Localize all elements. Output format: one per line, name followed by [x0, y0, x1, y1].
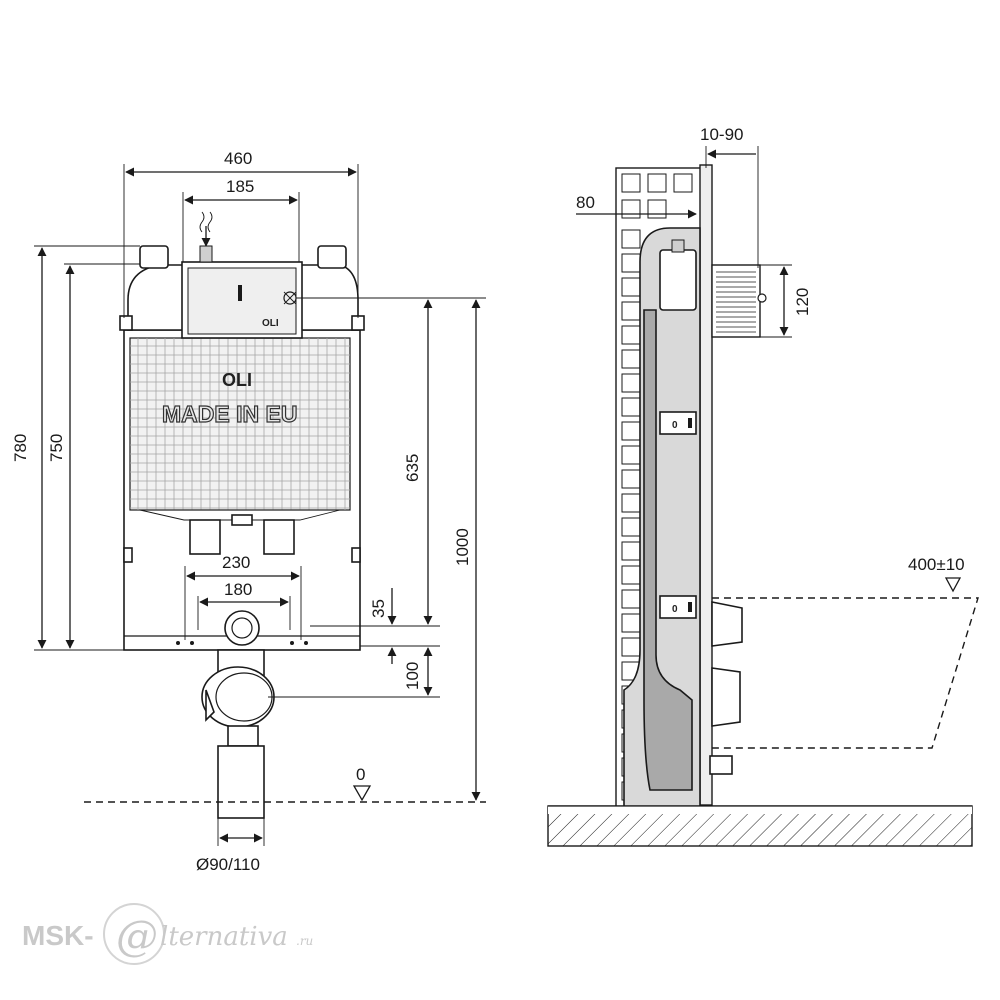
svg-text:0: 0: [672, 604, 678, 615]
side-view: 0 0: [547, 125, 979, 847]
drain-pipe: [201, 649, 275, 819]
dim-635-label: 635: [403, 454, 422, 482]
dimension-120: 120: [760, 264, 812, 338]
svg-text:lternativa: lternativa: [160, 922, 288, 952]
toilet-bowl-outline: [712, 597, 979, 749]
dim-460-label: 460: [224, 149, 252, 168]
dimension-780: 780: [11, 245, 140, 651]
pipe-diameter-label: Ø90/110: [196, 855, 260, 874]
dim-185-label: 185: [226, 177, 254, 196]
flush-connection: [224, 610, 260, 646]
dimension-635: 635: [296, 297, 486, 627]
svg-text:.ru: .ru: [296, 934, 313, 948]
floor: [547, 805, 973, 847]
dim-100-label: 100: [403, 662, 422, 690]
water-inlet-icon: [199, 211, 213, 263]
brand-small-label: OLI: [262, 318, 279, 329]
dim-10-90-label: 10-90: [700, 125, 743, 144]
floor-level-front: 0: [84, 765, 486, 803]
svg-text:0: 0: [672, 420, 678, 431]
dim-120-label: 120: [793, 288, 812, 316]
dim-1000-label: 1000: [453, 528, 472, 566]
dimension-pipe-diameter: Ø90/110: [196, 818, 265, 874]
floor-zero-label: 0: [356, 765, 365, 784]
dimension-35: 35: [360, 588, 440, 664]
flush-plate: [711, 264, 767, 338]
dimension-460: 460: [123, 149, 359, 318]
brand-logo: OLI: [222, 370, 252, 390]
dimension-10-90: 10-90: [700, 125, 759, 268]
made-in-label: MADE IN EU: [162, 401, 297, 427]
dim-750-label: 750: [47, 434, 66, 462]
bowl-connectors: [709, 601, 743, 775]
side-frame-body: 0 0: [623, 227, 701, 809]
dim-400-label: 400±10: [908, 555, 965, 574]
dimension-180: 180: [197, 580, 291, 630]
dimension-1000: 1000: [453, 299, 481, 801]
dimension-80: 80: [576, 193, 697, 219]
svg-text:@: @: [116, 911, 158, 960]
front-panel: [699, 164, 713, 806]
dimension-400: 400±10: [908, 555, 965, 593]
watermark-logo: MSK- @ lternativa .ru: [22, 903, 313, 965]
dimension-750: 750: [47, 263, 140, 649]
dim-780-label: 780: [11, 434, 30, 462]
front-view: OLI OLI MADE IN EU: [11, 149, 486, 874]
dim-35-label: 35: [369, 599, 388, 618]
dimension-100: 100: [268, 647, 440, 698]
dim-180-label: 180: [224, 580, 252, 599]
dimension-185: 185: [182, 177, 300, 262]
dimension-230: 230: [184, 553, 302, 640]
inspection-opening: OLI: [181, 261, 303, 339]
dim-80-label: 80: [576, 193, 595, 212]
dim-230-label: 230: [222, 553, 250, 572]
svg-text:MSK-: MSK-: [22, 920, 94, 951]
